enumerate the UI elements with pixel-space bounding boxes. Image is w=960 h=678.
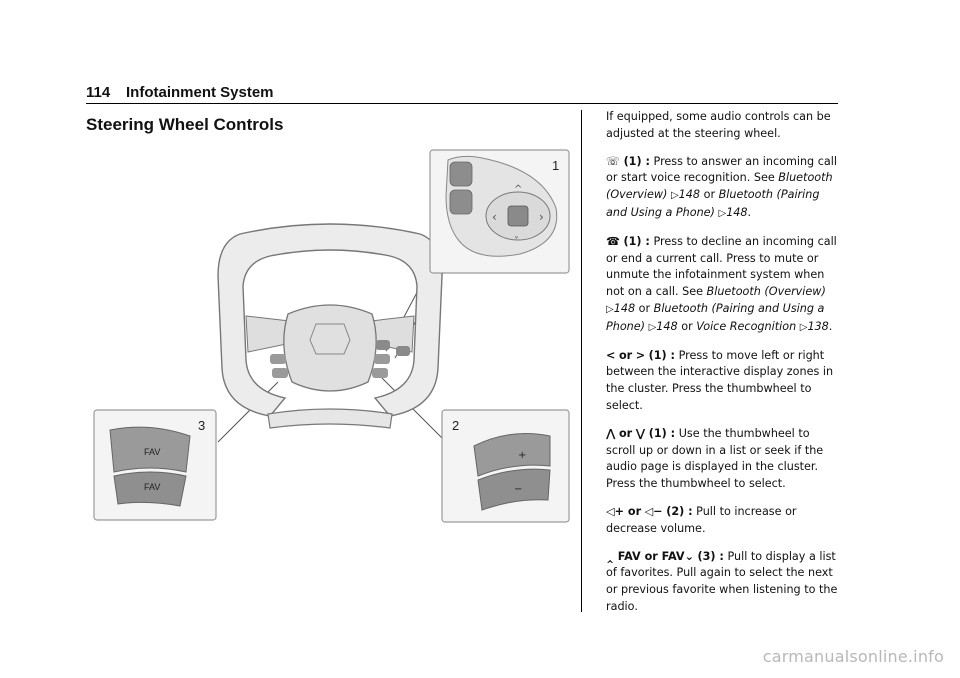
- inset-panel-2: 2 + −: [441, 409, 570, 523]
- hub-button-right-upper: [374, 354, 390, 364]
- page-ref-icon: ▷: [606, 303, 614, 315]
- paragraph-end-call: ☎ (1) : Press to decline an incoming cal…: [606, 234, 837, 333]
- hub-button-left-upper: [270, 354, 286, 364]
- watermark: carmanualsonline.info: [762, 647, 944, 666]
- page-ref-icon: ▷: [799, 321, 808, 333]
- text-end: Press to decline an incoming call or end…: [606, 234, 837, 299]
- text-vol: Pull to increase or decrease volume.: [606, 504, 797, 535]
- body-text-column: If equipped, some audio controls can be …: [606, 109, 842, 627]
- fav-up-icon: ‸: [606, 549, 615, 563]
- page-ref-2[interactable]: 148: [656, 319, 678, 333]
- text-fav: Pull to display a list of favorites. Pul…: [606, 549, 838, 613]
- label-fav-up: FAV: [144, 447, 160, 457]
- page-ref-1[interactable]: 148: [613, 301, 636, 315]
- svg-text:^: ^: [514, 184, 522, 195]
- link-bt-overview[interactable]: Bluetooth (Overview): [706, 285, 826, 299]
- hub-button-left-lower: [272, 368, 288, 378]
- ref-ud: (1) :: [648, 426, 676, 440]
- or-word: or: [681, 319, 693, 333]
- paragraph-up-down: ⋀ or ⋁ (1) : Use the thumbwheel to scrol…: [606, 426, 842, 493]
- vol-minus: −: [653, 504, 663, 518]
- ref-vol: (2) :: [666, 504, 693, 518]
- label-fav-down: FAV: [144, 482, 160, 492]
- link-bt-pairing[interactable]: Bluetooth (Pairing and Using a Phone): [606, 301, 825, 333]
- phone-voice-icon: ☏: [606, 154, 620, 168]
- callout-3: 3: [198, 418, 205, 433]
- label-vol-up: +: [518, 450, 526, 461]
- fav-label: FAV or FAV: [617, 549, 685, 563]
- svg-text:˅: ˅: [514, 235, 519, 247]
- page-ref-1[interactable]: 148: [678, 188, 701, 202]
- hub-button-right-lower: [372, 368, 388, 378]
- or-word: or: [703, 188, 716, 202]
- ref-call: (1) :: [623, 154, 650, 168]
- page-ref-3[interactable]: 138: [807, 319, 829, 333]
- chevron-up-icon: ⋀: [606, 426, 616, 440]
- callout-1: 1: [552, 158, 559, 173]
- volume-up-icon: ◁: [606, 504, 615, 518]
- page-header: 114 Infotainment System: [86, 84, 838, 106]
- hub-emblem: [309, 323, 351, 355]
- label-vol-down: −: [514, 484, 522, 495]
- paragraph-favorites: ‸ FAV or FAV⌄ (3) : Pull to display a li…: [606, 549, 842, 616]
- vol-plus: + or: [614, 504, 642, 518]
- or-word: or: [618, 348, 633, 362]
- link-bt-overview[interactable]: Bluetooth (Overview): [606, 171, 833, 202]
- svg-text:‹: ‹: [492, 210, 497, 224]
- ref-fav: (3) :: [697, 549, 724, 563]
- intro-paragraph: If equipped, some audio controls can be …: [606, 110, 831, 140]
- wheel-hub: [283, 304, 377, 392]
- link-bt-pairing[interactable]: Bluetooth (Pairing and Using a Phone): [606, 188, 820, 219]
- inset-panel-3: 3 FAV FAV: [93, 409, 217, 521]
- ref-lr: (1) :: [648, 348, 676, 362]
- steering-wheel-figure: 1 ‹ › ^ ˅ 3 FAV FAV 2 + −: [90, 146, 570, 526]
- chapter-title: Infotainment System: [126, 84, 274, 101]
- hub-thumbwheel: [376, 340, 390, 350]
- page-number: 114: [86, 84, 111, 101]
- hub-thumbwheel-b: [396, 346, 410, 356]
- page-ref-icon: ▷: [718, 207, 727, 219]
- paragraph-volume: ◁+ or ◁− (2) : Pull to increase or decre…: [606, 504, 842, 538]
- text-lr: Press to move left or right between the …: [606, 348, 834, 412]
- text-ud: Use the thumbwheel to scroll up or down …: [606, 426, 824, 491]
- or-word: or: [619, 426, 633, 440]
- wheel-lower-bar: [267, 408, 393, 429]
- chevron-right-icon: >: [635, 348, 646, 362]
- chevron-left-icon: <: [606, 348, 616, 362]
- paragraph-left-right: < or > (1) : Press to move left or right…: [606, 348, 842, 415]
- inset-panel-1: 1 ‹ › ^ ˅: [429, 149, 570, 274]
- link-voice-recognition[interactable]: Voice Recognition: [696, 319, 797, 333]
- chevron-down-icon: ⋁: [635, 426, 646, 440]
- page-ref-icon: ▷: [670, 190, 679, 202]
- ref-end: (1) :: [623, 234, 650, 248]
- paragraph-call-button: ☏ (1) : Press to answer an incoming call…: [606, 154, 837, 219]
- header-rule: [86, 103, 838, 104]
- fav-down-icon: ⌄: [684, 549, 694, 563]
- end-call-icon: ☎: [606, 234, 620, 248]
- svg-text:›: ›: [539, 210, 544, 224]
- page-ref-icon: ▷: [648, 321, 657, 333]
- page-ref-2[interactable]: 148: [726, 205, 748, 219]
- text-call: Press to answer an incoming call or star…: [606, 154, 837, 185]
- or-word: or: [638, 301, 651, 315]
- section-title: Steering Wheel Controls: [86, 115, 284, 134]
- volume-down-icon: ◁: [644, 504, 654, 518]
- column-divider: [581, 110, 582, 612]
- steering-wheel-illustration: 1 ‹ › ^ ˅ 3 FAV FAV 2 + −: [93, 149, 570, 523]
- callout-2: 2: [452, 418, 459, 433]
